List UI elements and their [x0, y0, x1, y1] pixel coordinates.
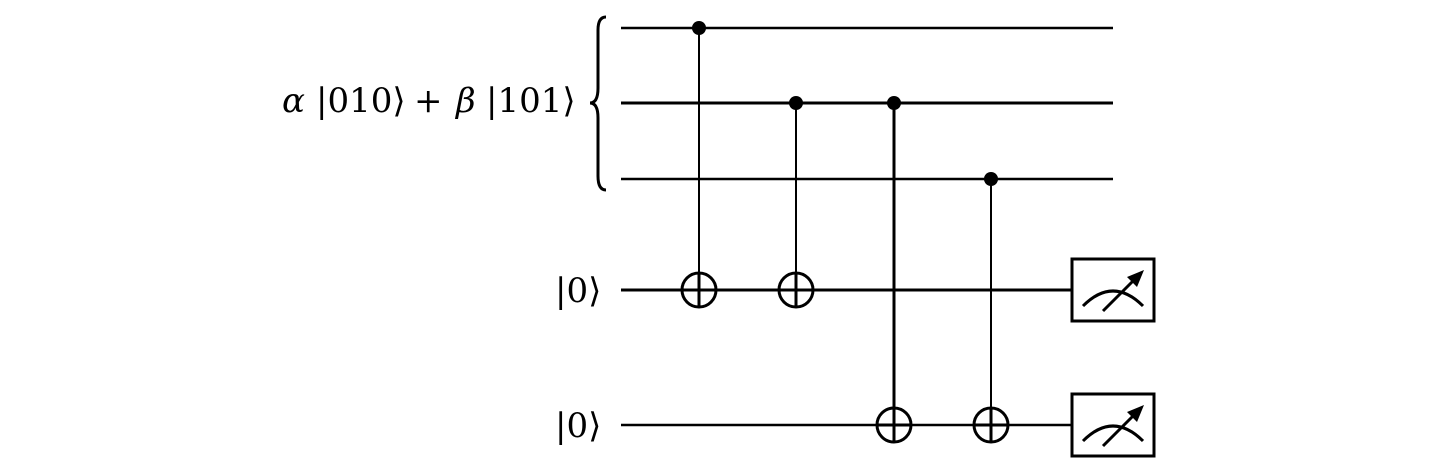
meter-2-arc-icon: [1081, 424, 1145, 443]
meter-1-arrowhead-icon: [1127, 270, 1144, 287]
cnot-gate-4: [972, 172, 1010, 444]
input-state-label: α |010⟩ + β |101⟩: [282, 81, 576, 121]
meter-2-arrowhead-icon: [1127, 405, 1144, 422]
cnot-3-control-dot: [887, 96, 901, 110]
ket-101: |101⟩: [486, 81, 576, 121]
cnot-4-control-dot: [984, 172, 998, 186]
ket-010: |010⟩: [316, 81, 406, 121]
cnot-gate-3: [875, 96, 913, 444]
ancilla-1-label: |0⟩: [555, 271, 601, 311]
qubit-group-brace: [589, 15, 607, 192]
cnot-gate-2: [777, 96, 815, 309]
cnot-gate-1: [680, 21, 718, 309]
cnot-1-control-dot: [692, 21, 706, 35]
measurement-1: [1070, 257, 1156, 323]
ancilla-2-label: |0⟩: [555, 406, 601, 446]
beta-symbol: β: [454, 81, 476, 121]
cnot-2-control-dot: [789, 96, 803, 110]
measurement-2: [1070, 392, 1156, 458]
alpha-symbol: α: [282, 81, 305, 121]
plus-sign: +: [414, 81, 443, 121]
meter-1-arc-icon: [1081, 289, 1145, 308]
